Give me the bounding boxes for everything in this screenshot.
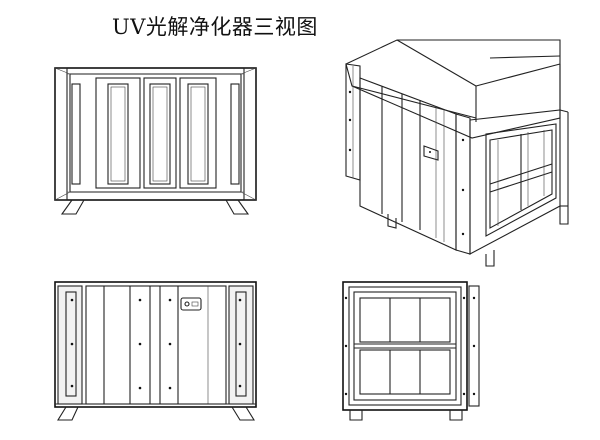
isometric-view bbox=[345, 39, 569, 267]
top-view bbox=[54, 67, 257, 215]
side-view bbox=[342, 281, 480, 421]
page-title: UV光解净化器三视图 bbox=[112, 15, 318, 39]
front-view bbox=[54, 281, 257, 421]
